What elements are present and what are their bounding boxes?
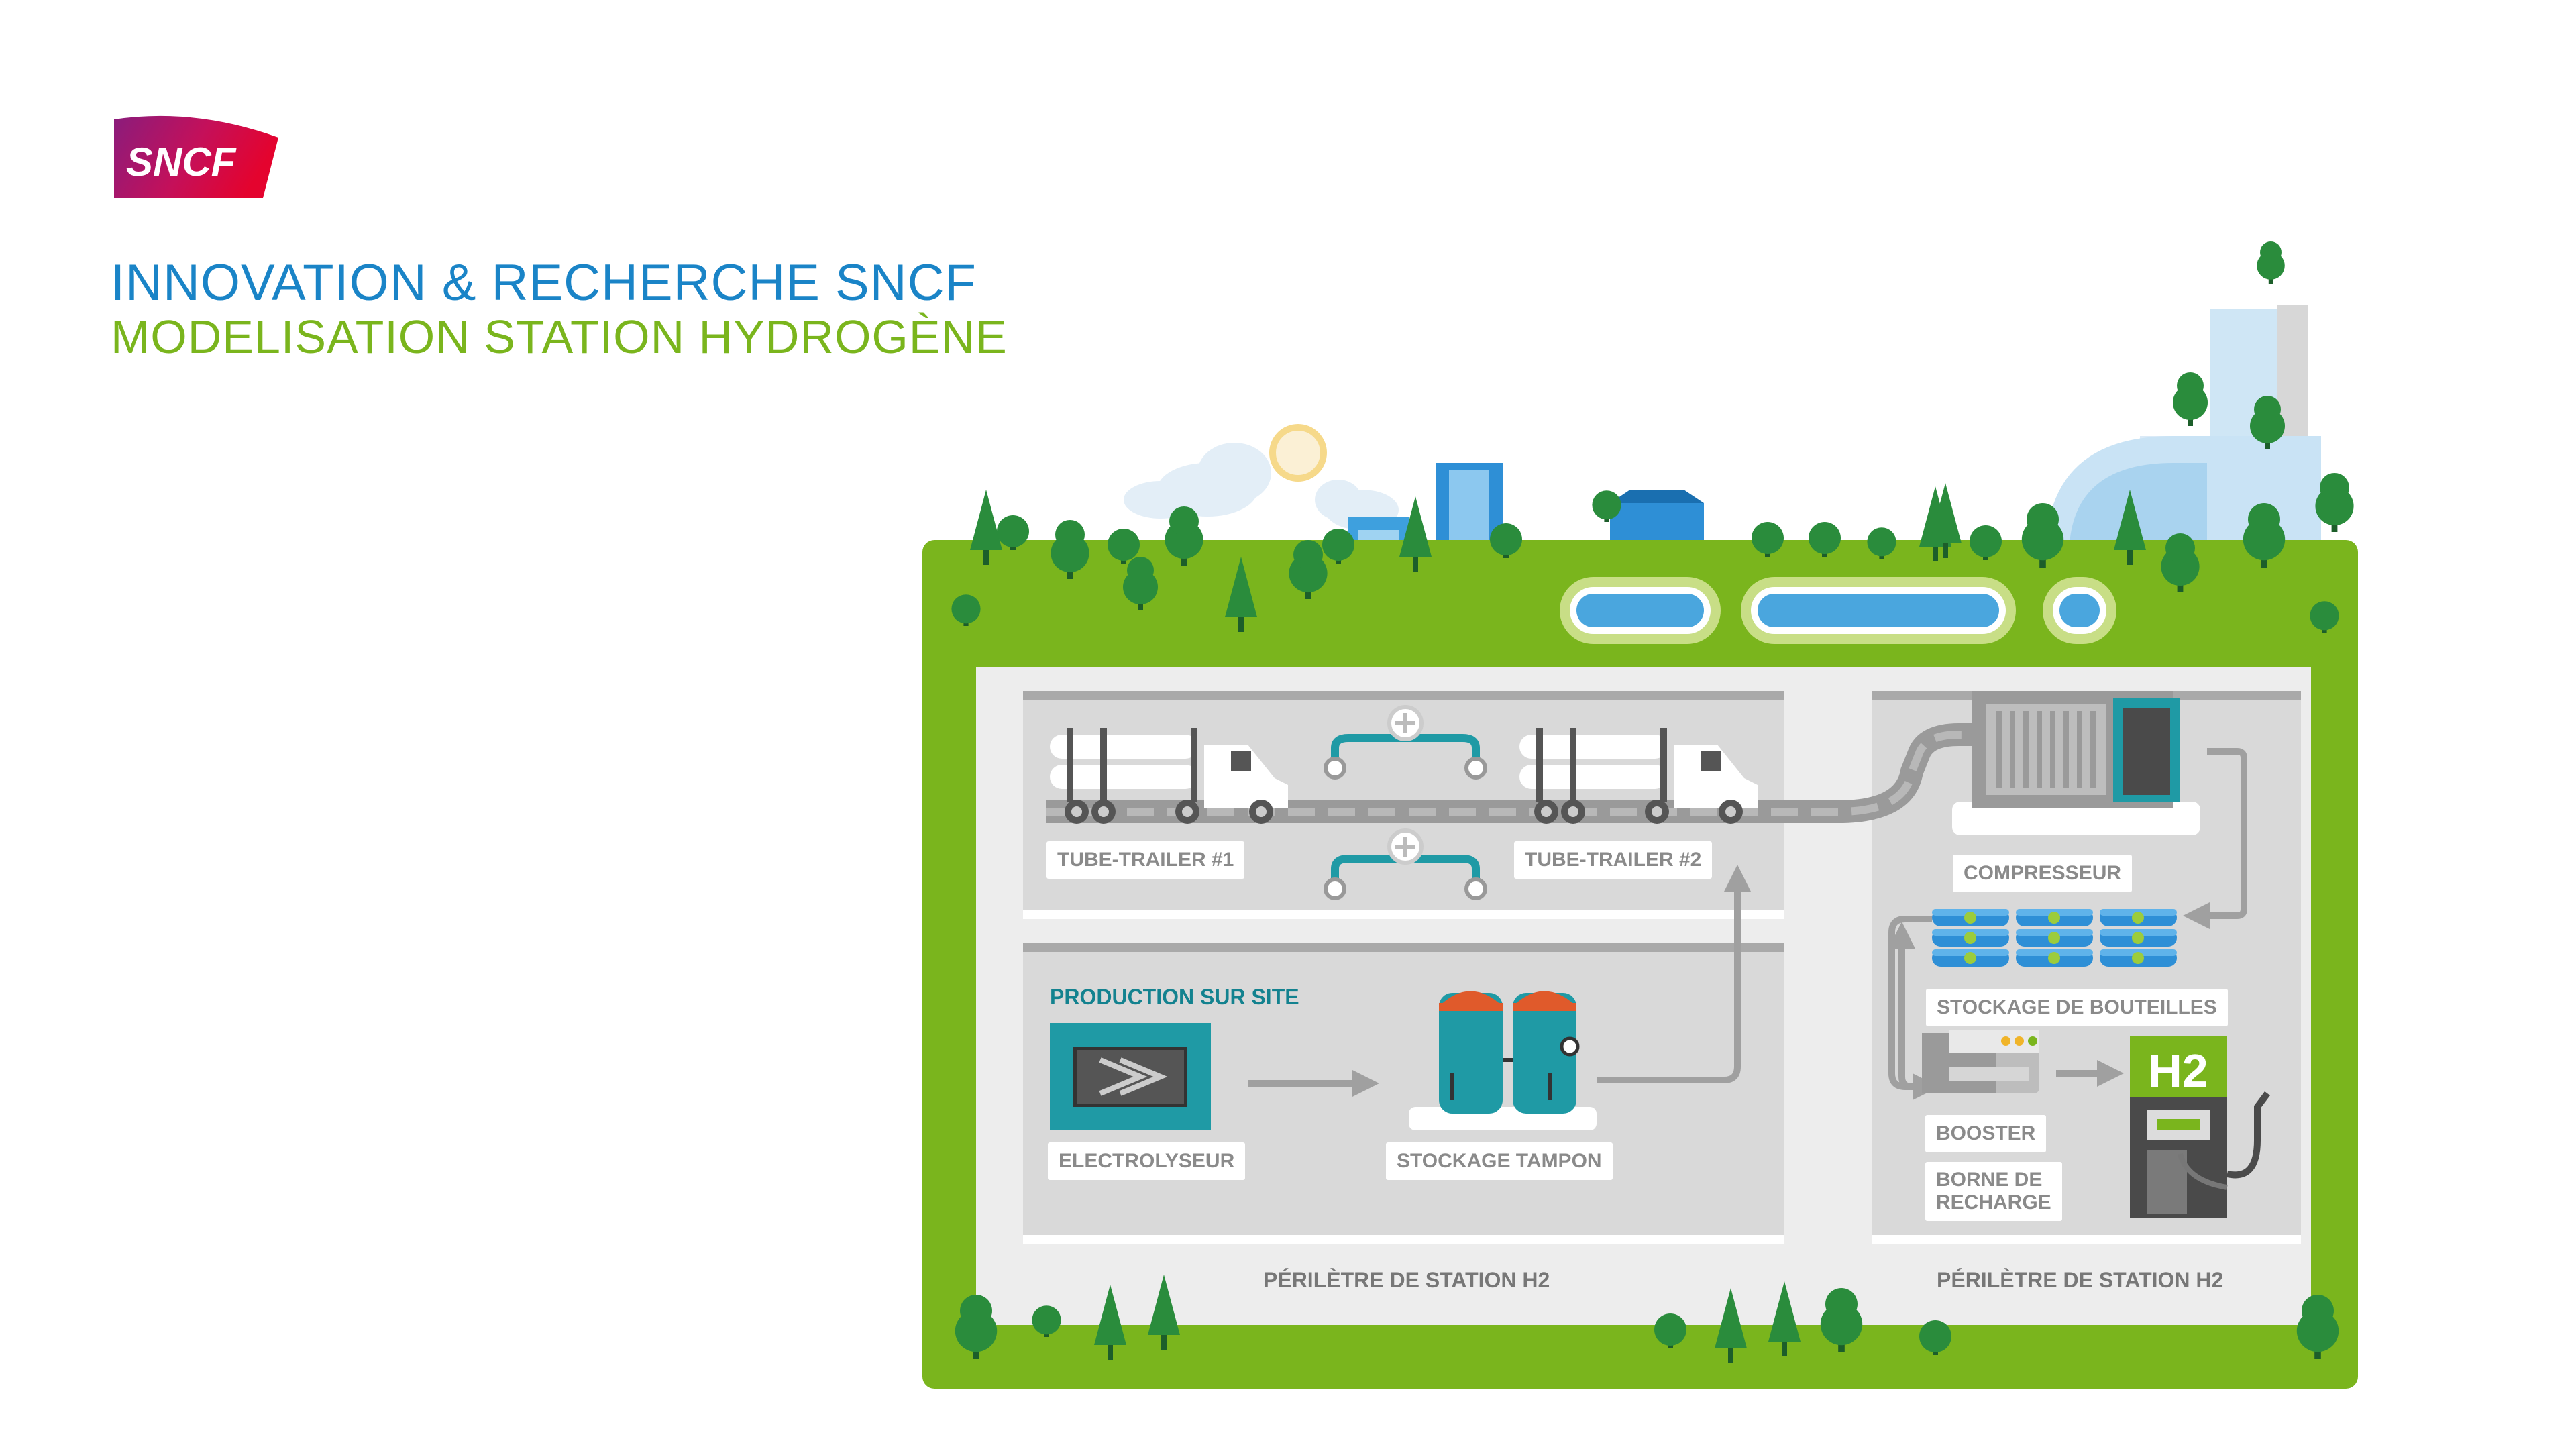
trees xyxy=(951,241,2354,1363)
tree-icon xyxy=(2257,241,2285,284)
tree-icon xyxy=(1654,1313,1686,1348)
tree-icon xyxy=(1108,529,1140,564)
bottle xyxy=(2016,949,2093,967)
bottle xyxy=(1932,949,2009,967)
tree-icon xyxy=(2114,490,2146,565)
tree-icon xyxy=(1289,540,1328,599)
tree-icon xyxy=(1123,557,1158,610)
label-electrolyseur: ELECTROLYSEUR xyxy=(1048,1142,1246,1180)
tree-icon xyxy=(2315,473,2354,532)
tree-icon xyxy=(1094,1285,1126,1360)
tree-icon xyxy=(1752,522,1784,557)
tube-trailer-2-vehicle xyxy=(1519,728,1758,824)
tree-icon xyxy=(1148,1275,1180,1350)
tree-icon xyxy=(1490,523,1522,558)
sun-icon xyxy=(1269,424,1327,482)
page-title: INNOVATION & RECHERCHE SNCF xyxy=(111,254,977,311)
tree-icon xyxy=(1592,490,1621,522)
tube-trailer-1-vehicle xyxy=(1050,728,1288,824)
bottle xyxy=(2100,949,2177,967)
tree-icon xyxy=(1867,527,1896,559)
bottle-storage-icon xyxy=(1932,909,2177,967)
label-borne-line2: RECHARGE xyxy=(1936,1191,2051,1214)
label-compresseur: COMPRESSEUR xyxy=(1953,855,2133,892)
label-borne-line1: BORNE DE xyxy=(1936,1169,2043,1191)
flow-arrow xyxy=(2183,748,2247,929)
bottle xyxy=(2016,929,2093,947)
tree-icon xyxy=(1322,529,1354,564)
bottle xyxy=(1932,929,2009,947)
electrolyser-icon xyxy=(1050,1023,1211,1130)
cloud-icon xyxy=(1124,443,1399,530)
logo-text: SNCF xyxy=(126,140,237,184)
label-borne-recharge: BORNE DE RECHARGE xyxy=(1925,1162,2062,1221)
label-booster: BOOSTER xyxy=(1925,1115,2047,1152)
tree-icon xyxy=(1225,557,1257,632)
ponds xyxy=(1560,577,2116,644)
tree-icon xyxy=(955,1295,998,1359)
bottle xyxy=(2100,929,2177,947)
label-perimetre-right: PÉRILÈTRE DE STATION H2 xyxy=(1937,1268,2224,1292)
flow-arrow xyxy=(1597,865,1751,1083)
compressor-icon xyxy=(1952,691,2200,835)
charging-pump-icon: H2 xyxy=(2130,1036,2270,1218)
tree-icon xyxy=(2021,503,2064,568)
label-production-sur-site: PRODUCTION SUR SITE xyxy=(1050,985,1299,1009)
tree-icon xyxy=(997,515,1029,550)
tree-icon xyxy=(2161,533,2200,592)
bottle xyxy=(1932,909,2009,926)
tree-icon xyxy=(1768,1281,1801,1356)
tree-icon xyxy=(2243,503,2286,568)
tree-icon xyxy=(2250,396,2285,449)
tree-icon xyxy=(1970,525,2002,560)
label-tube-trailer-1: TUBE-TRAILER #1 xyxy=(1046,841,1245,879)
label-perimetre-left: PÉRILÈTRE DE STATION H2 xyxy=(1263,1268,1550,1292)
tree-icon xyxy=(1715,1288,1747,1363)
bottle xyxy=(2100,909,2177,926)
tree-icon xyxy=(1051,520,1089,579)
bottle xyxy=(2016,909,2093,926)
booster-icon xyxy=(1922,1030,2039,1093)
tree-icon xyxy=(1820,1288,1863,1352)
tree-icon xyxy=(2296,1295,2339,1359)
tree-icon xyxy=(970,490,1002,565)
tree-icon xyxy=(2173,372,2208,426)
label-stockage-tampon: STOCKAGE TAMPON xyxy=(1386,1142,1613,1180)
page-subtitle: MODELISATION STATION HYDROGÈNE xyxy=(111,311,1008,363)
tree-icon xyxy=(2310,601,2339,633)
tree-icon xyxy=(1919,1320,1951,1355)
tree-icon xyxy=(1165,506,1203,566)
label-tube-trailer-2: TUBE-TRAILER #2 xyxy=(1514,841,1713,879)
tree-icon xyxy=(951,594,981,626)
tree-icon xyxy=(1032,1305,1061,1337)
h2-sign: H2 xyxy=(2148,1044,2208,1097)
tree-icon xyxy=(1399,496,1432,572)
tree-icon xyxy=(1809,522,1841,557)
sncf-logo: SNCF xyxy=(114,115,278,198)
buffer-tank-icon xyxy=(1409,991,1597,1130)
label-stockage-bouteilles: STOCKAGE DE BOUTEILLES xyxy=(1926,989,2228,1026)
flow-arrow xyxy=(1888,916,1939,1100)
tree-icon xyxy=(1929,483,1962,558)
